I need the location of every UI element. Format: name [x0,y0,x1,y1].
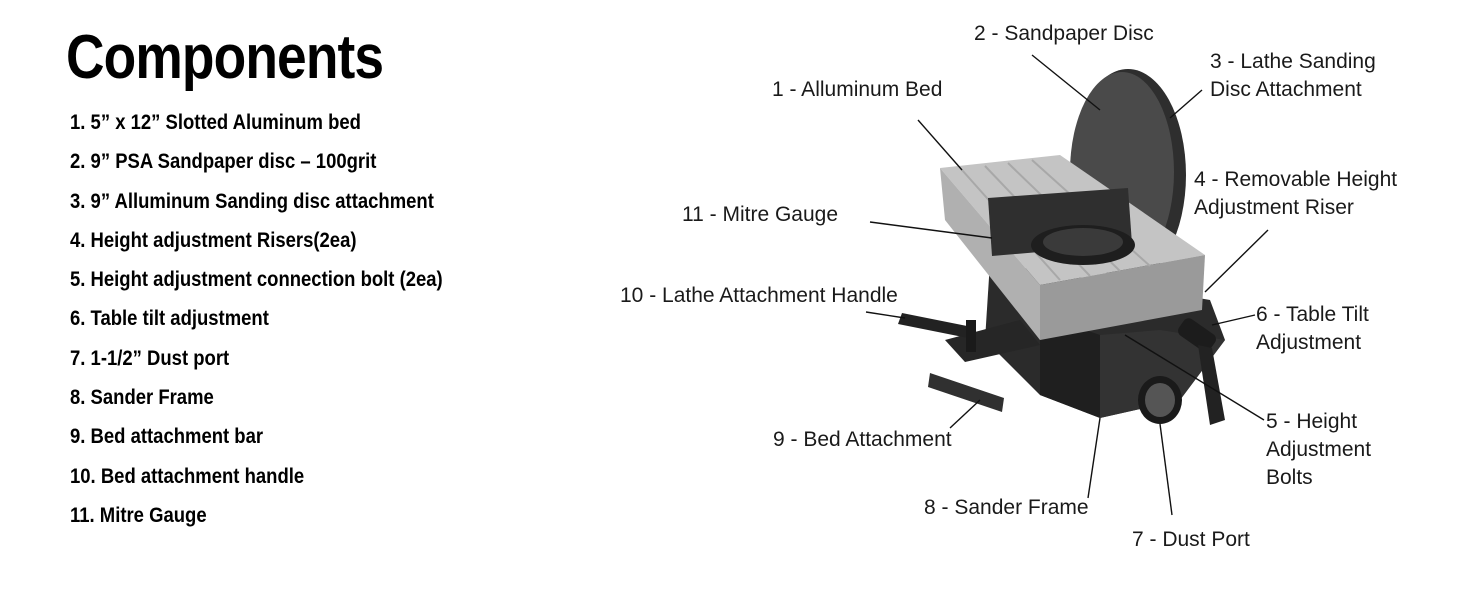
label-lathe-handle: 10 - Lathe Attachment Handle [620,284,898,307]
page-title: Components [66,23,384,92]
list-item: 11. Mitre Gauge [70,503,207,527]
list-item: 1. 5” x 12” Slotted Aluminum bed [70,111,361,134]
tilt-adjustment-knob [1178,318,1225,425]
bed-attachment-bar [928,373,1004,412]
components-list: 1. 5” x 12” Slotted Aluminum bed 2. 9” P… [70,108,494,540]
list-item: 5. Height adjustment connection bolt (2e… [70,268,443,292]
label-height-bolts-2: Adjustment [1266,438,1372,461]
list-item: 9. Bed attachment bar [70,425,264,449]
label-height-bolts: 5 - Height [1266,410,1358,433]
label-lathe-sanding-disc-2: Disc Attachment [1210,78,1362,101]
label-lathe-sanding-disc: 3 - Lathe Sanding [1210,50,1376,73]
label-table-tilt: 6 - Table Tilt [1256,303,1369,326]
list-item: 3. 9” Alluminum Sanding disc attachment [70,189,434,213]
label-height-riser: 4 - Removable Height [1194,168,1398,191]
label-sander-frame: 8 - Sander Frame [924,496,1089,519]
list-item: 2. 9” PSA Sandpaper disc – 100grit [70,150,377,174]
list-item: 4. Height adjustment Risers(2ea) [70,228,357,252]
dust-port [1138,376,1182,424]
list-item: 8. Sander Frame [70,386,214,410]
leader-lines [865,54,1269,516]
label-height-bolts-3: Bolts [1266,466,1313,489]
label-sandpaper-disc: 2 - Sandpaper Disc [974,22,1154,45]
label-height-riser-2: Adjustment Riser [1194,196,1354,219]
sander-illustration [865,54,1269,516]
mitre-gauge [988,188,1135,265]
label-bed-attachment: 9 - Bed Attachment [773,428,952,451]
label-aluminum-bed: 1 - Alluminum Bed [772,78,943,101]
list-item: 6. Table tilt adjustment [70,307,269,331]
sander-diagram: 2 - Sandpaper Disc 3 - Lathe Sanding Dis… [600,0,1464,600]
list-item: 7. 1-1/2” Dust port [70,346,230,370]
lathe-handle [898,313,976,352]
label-table-tilt-2: Adjustment [1256,331,1362,354]
label-mitre-gauge: 11 - Mitre Gauge [682,203,839,226]
list-item: 10. Bed attachment handle [70,464,305,488]
label-dust-port: 7 - Dust Port [1132,528,1250,551]
